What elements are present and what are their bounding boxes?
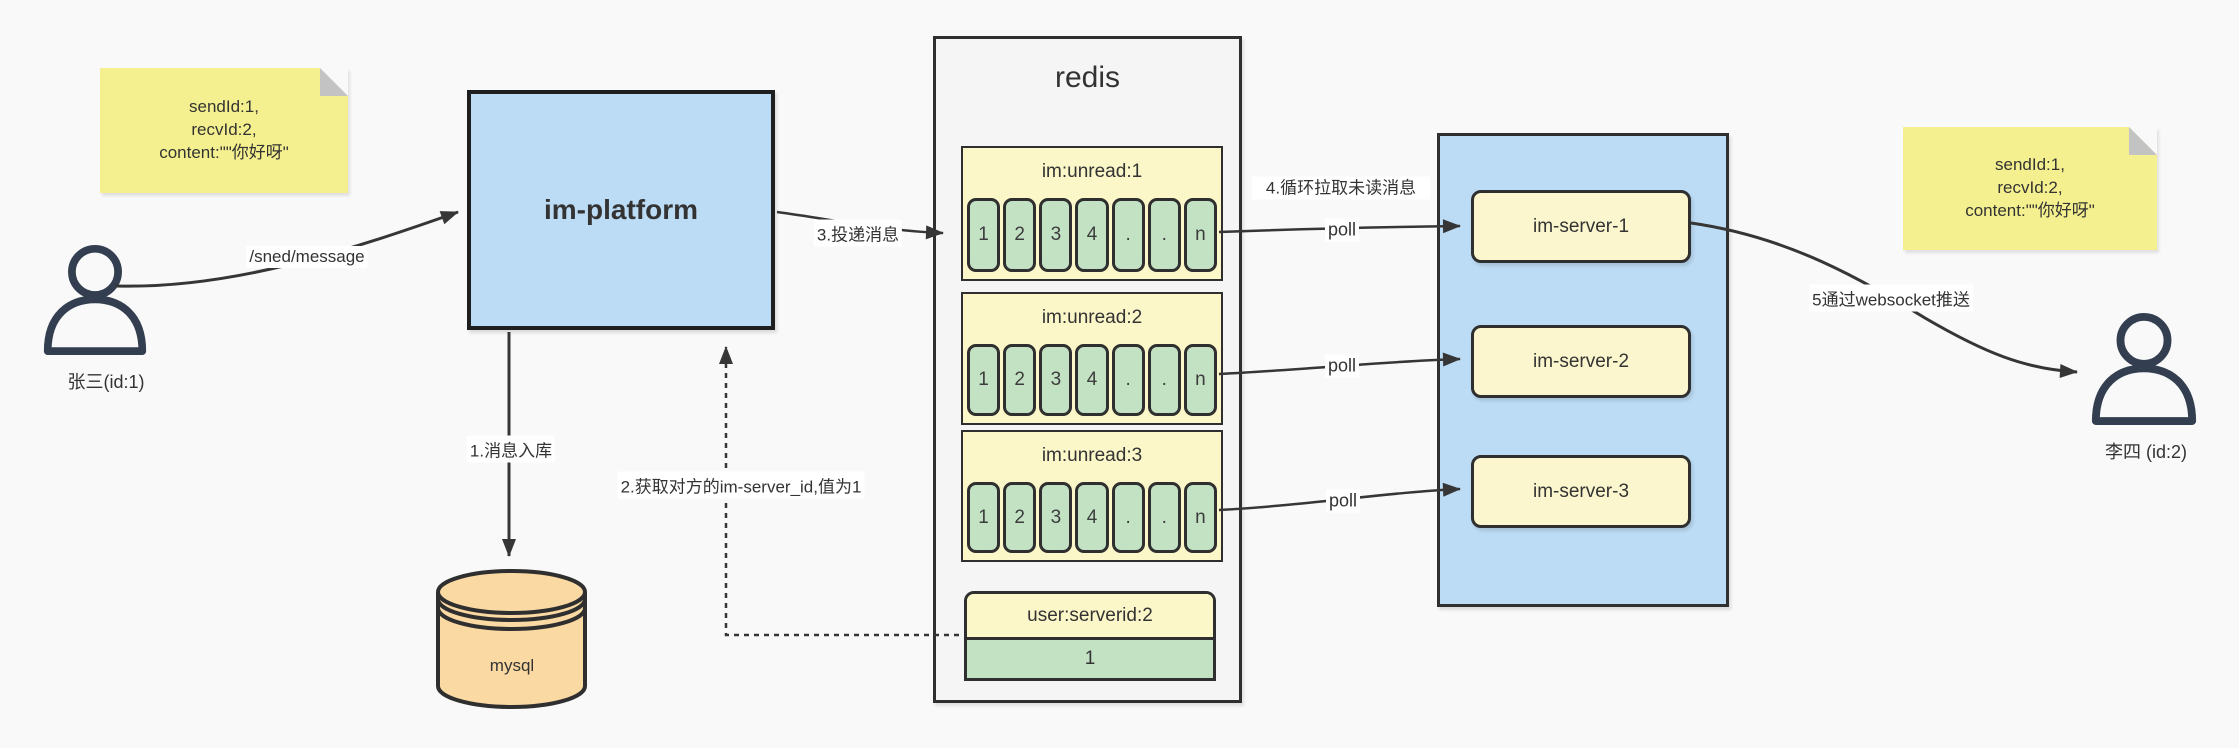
queue-cell: 3 xyxy=(1039,344,1073,416)
kv-value: 1 xyxy=(967,640,1213,678)
note-line: recvId:2, xyxy=(191,120,257,140)
edge-label-poll-1: poll xyxy=(1324,218,1360,242)
edge-label-send: /sned/message xyxy=(246,246,368,268)
edge-label-poll-loop: 4.循环拉取未读消息 xyxy=(1252,176,1430,200)
queue-cell: 2 xyxy=(1003,344,1037,416)
sticky-note-right-text: sendId:1, recvId:2, content:""你好呀" xyxy=(1965,154,2095,223)
note-line: sendId:1, xyxy=(1995,155,2065,175)
kv-user-serverid: user:serverid:2 1 xyxy=(964,591,1216,681)
mysql-label: mysql xyxy=(489,656,535,675)
actor-label-right: 李四 (id:2) xyxy=(2104,442,2188,462)
queue-cell: 1 xyxy=(967,344,1001,416)
queue-cell: 4 xyxy=(1075,198,1109,272)
im-platform-label: im-platform xyxy=(544,194,698,225)
queue-cells: 1 2 3 4 . . n xyxy=(967,198,1217,272)
queue-cell: 3 xyxy=(1039,482,1073,553)
queue-cell: n xyxy=(1183,482,1217,553)
edge-label-lookup: 2.获取对方的im-server_id,值为1 xyxy=(617,471,865,499)
kv-key: user:serverid:2 xyxy=(967,594,1213,640)
note-line: content:""你好呀" xyxy=(1965,200,2095,220)
user-icon-lisi xyxy=(2091,312,2197,425)
queue-cells: 1 2 3 4 . . n xyxy=(967,482,1217,553)
queue-im-unread-3: im:unread:3 1 2 3 4 . . n xyxy=(961,430,1223,562)
edge-label-poll-2: poll xyxy=(1324,354,1360,378)
queue-cell: 1 xyxy=(967,198,1001,272)
actor-label-left: 张三(id:1) xyxy=(67,372,145,392)
node-im-platform: im-platform xyxy=(467,90,775,330)
redis-container: redis im:unread:1 1 2 3 4 . . n im:unrea… xyxy=(933,36,1242,703)
edge-label-push: 5通过websocket推送 xyxy=(1809,284,1973,312)
queue-name: im:unread:3 xyxy=(1041,445,1143,466)
queue-cell: 4 xyxy=(1075,344,1109,416)
sticky-note-left: sendId:1, recvId:2, content:""你好呀" xyxy=(100,68,348,193)
edge-label-store: 1.消息入库 xyxy=(466,435,556,463)
queue-cell: 4 xyxy=(1075,482,1109,553)
queue-im-unread-1: im:unread:1 1 2 3 4 . . n xyxy=(961,146,1223,281)
node-im-server-1: im-server-1 xyxy=(1471,190,1691,263)
queue-cell: 2 xyxy=(1003,482,1037,553)
queue-cell: n xyxy=(1183,198,1217,272)
queue-cell: . xyxy=(1147,344,1181,416)
queue-cell: 2 xyxy=(1003,198,1037,272)
queue-im-unread-2: im:unread:2 1 2 3 4 . . n xyxy=(961,292,1223,425)
queue-cells: 1 2 3 4 . . n xyxy=(967,344,1217,416)
queue-name: im:unread:2 xyxy=(1041,307,1143,328)
note-line: content:""你好呀" xyxy=(159,142,289,162)
queue-name: im:unread:1 xyxy=(1041,161,1143,182)
sticky-note-left-text: sendId:1, recvId:2, content:""你好呀" xyxy=(159,96,289,165)
user-icon-zhangsan xyxy=(43,244,147,355)
queue-cell: n xyxy=(1183,344,1217,416)
redis-title: redis xyxy=(1054,61,1121,94)
queue-cell: . xyxy=(1111,198,1145,272)
note-line: recvId:2, xyxy=(1997,178,2063,198)
sticky-note-right: sendId:1, recvId:2, content:""你好呀" xyxy=(1903,127,2157,250)
edge-label-poll-3: poll xyxy=(1325,489,1361,513)
im-server-cluster: im-server-1 im-server-2 im-server-3 xyxy=(1437,133,1729,607)
queue-cell: 3 xyxy=(1039,198,1073,272)
note-line: sendId:1, xyxy=(189,97,259,117)
edge-label-deliver: 3.投递消息 xyxy=(813,219,903,247)
queue-cell: . xyxy=(1147,482,1181,553)
queue-cell: . xyxy=(1111,344,1145,416)
queue-cell: 1 xyxy=(967,482,1001,553)
node-im-server-3: im-server-3 xyxy=(1471,455,1691,528)
database-cylinder-icon xyxy=(436,569,587,709)
queue-cell: . xyxy=(1147,198,1181,272)
queue-cell: . xyxy=(1111,482,1145,553)
node-im-server-2: im-server-2 xyxy=(1471,325,1691,398)
